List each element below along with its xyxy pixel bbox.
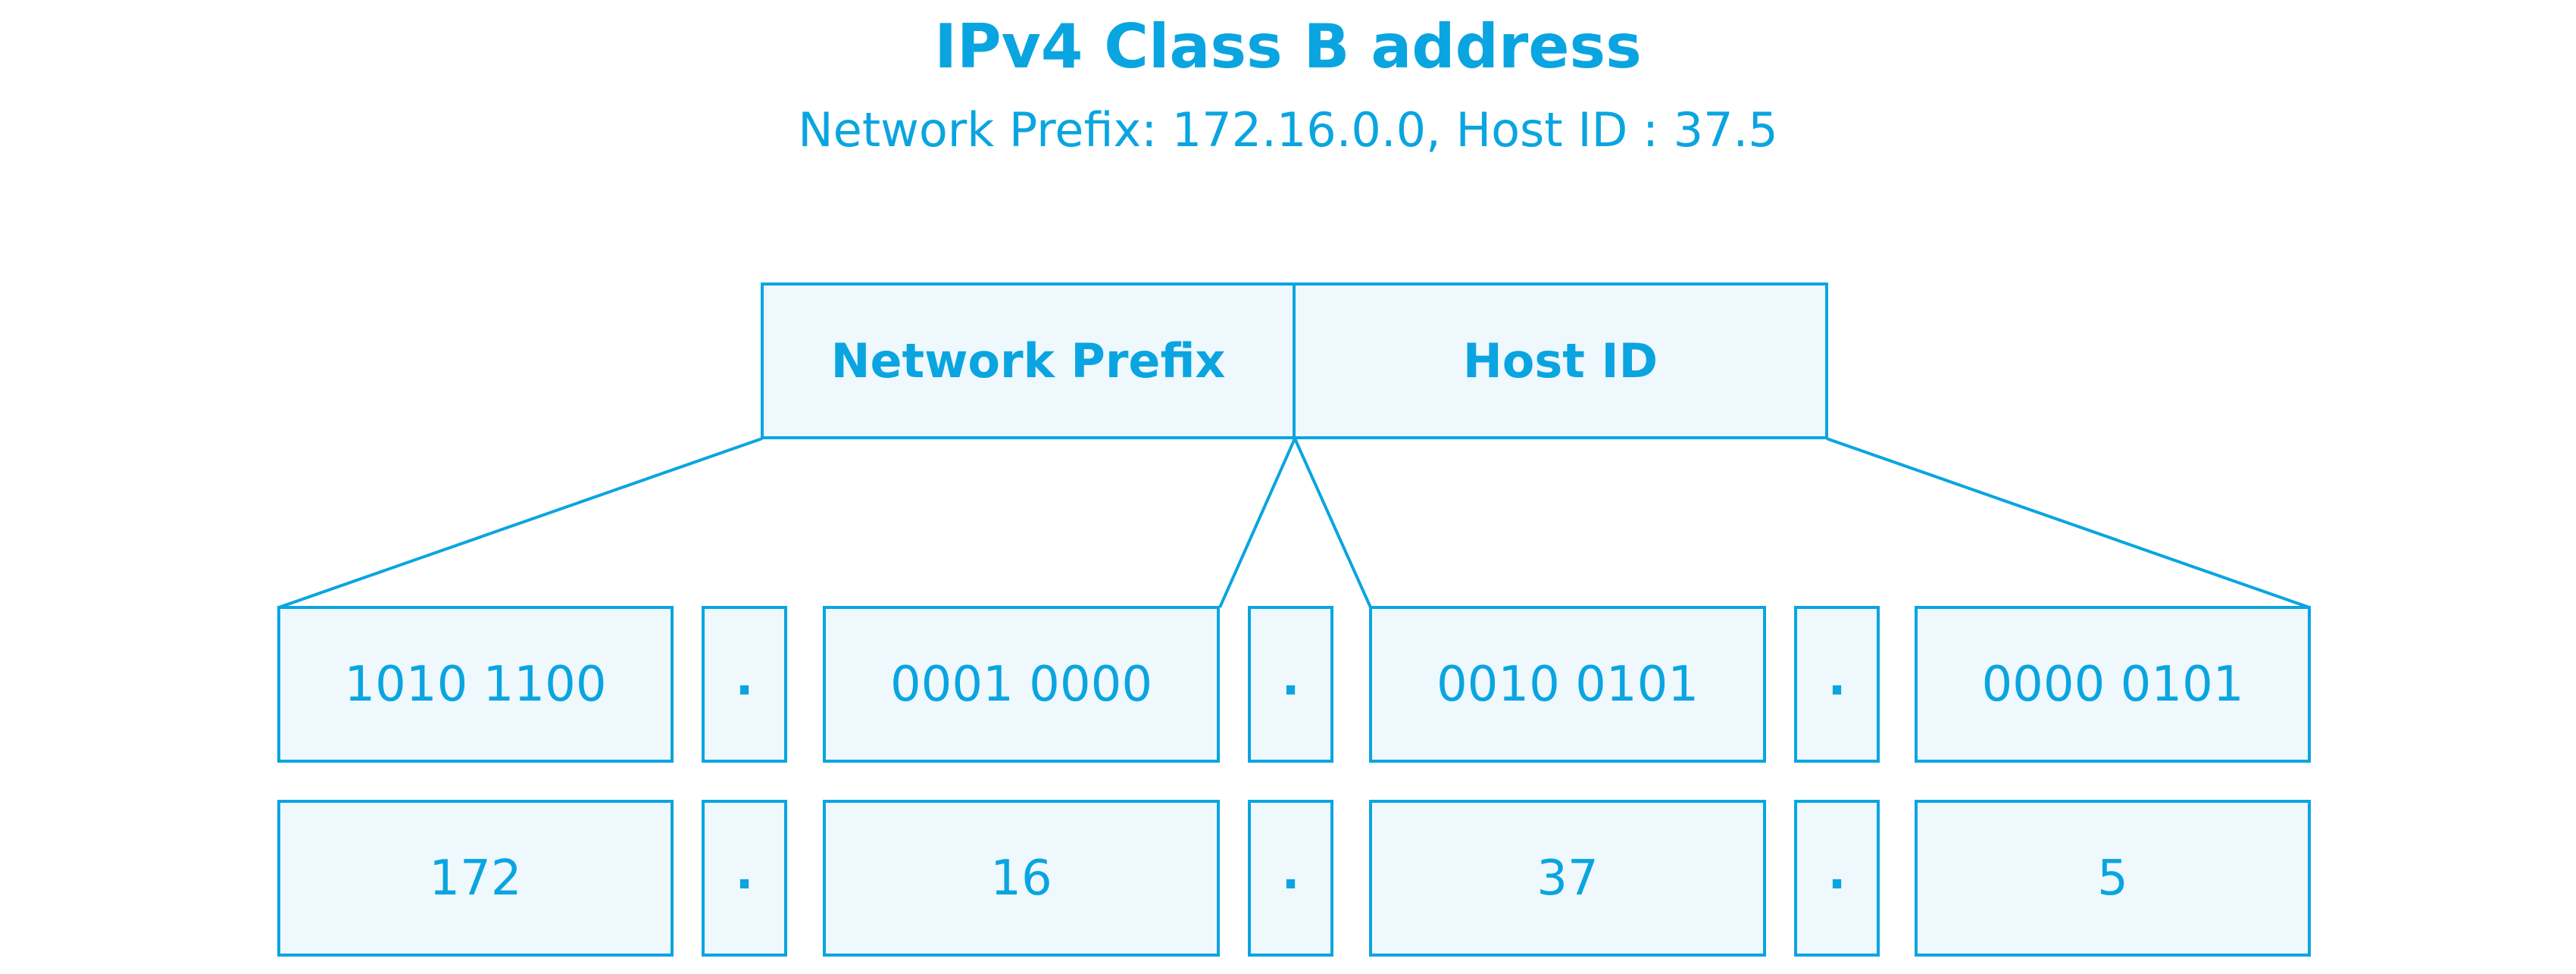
binary-octet-3: 0010 0101 [1369,606,1766,763]
decimal-octet-2: 16 [823,800,1220,957]
binary-octet-2-value: 0001 0000 [889,656,1153,713]
binary-octet-4: 0000 0101 [1915,606,2311,763]
connector-host-right [1826,437,2310,609]
decimal-octet-4-value: 5 [2097,850,2128,907]
binary-octet-4-value: 0000 0101 [1981,656,2244,713]
decimal-octet-4: 5 [1915,800,2311,957]
diagram-title: IPv4 Class B address [934,11,1642,82]
decimal-octet-1: 172 [277,800,674,957]
decimal-separator-1: . [702,800,787,957]
decimal-separator-2: . [1248,800,1333,957]
connector-network-left [278,437,763,609]
binary-separator-1: . [702,606,787,763]
network-prefix-label: Network Prefix [830,333,1226,389]
separator-dot: . [1827,651,1846,707]
connector-host-left [1293,438,1372,608]
binary-octet-1-value: 1010 1100 [344,656,607,713]
separator-dot: . [1281,844,1300,901]
decimal-separator-3: . [1794,800,1880,957]
separator-dot: . [1281,651,1300,707]
separator-dot: . [1827,844,1846,901]
decimal-octet-3-value: 37 [1537,850,1599,907]
network-prefix-header: Network Prefix [761,283,1296,439]
binary-octet-1: 1010 1100 [277,606,674,763]
host-id-header: Host ID [1293,283,1828,439]
decimal-octet-1-value: 172 [429,850,522,907]
host-id-label: Host ID [1462,333,1658,389]
diagram-subtitle: Network Prefix: 172.16.0.0, Host ID : 37… [798,102,1778,158]
decimal-octet-2-value: 16 [990,850,1052,907]
separator-dot: . [735,651,754,707]
binary-octet-2: 0001 0000 [823,606,1220,763]
binary-separator-3: . [1794,606,1880,763]
decimal-octet-3: 37 [1369,800,1766,957]
binary-separator-2: . [1248,606,1333,763]
separator-dot: . [735,844,754,901]
binary-octet-3-value: 0010 0101 [1436,656,1699,713]
connector-network-right [1218,438,1296,608]
